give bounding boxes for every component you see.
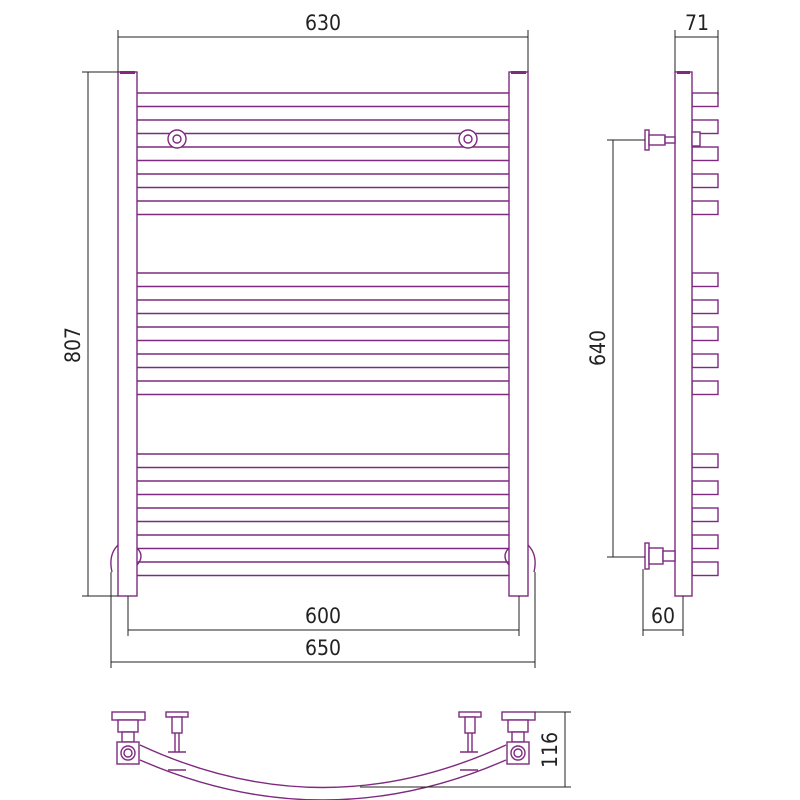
dim-60: 60	[642, 569, 684, 636]
side-rung	[691, 272, 719, 288]
side-rung	[691, 92, 719, 108]
dim-650: 650	[110, 572, 536, 668]
wall-mount-right	[458, 129, 478, 149]
side-rung	[691, 507, 719, 523]
top-left-mount	[165, 711, 189, 771]
dim-label-630: 630	[305, 11, 341, 35]
dim-807: 807	[61, 71, 118, 597]
dim-label-600: 600	[305, 604, 341, 628]
top-view: 116	[111, 711, 571, 800]
dim-label-640: 640	[586, 330, 610, 366]
left-cap	[120, 71, 135, 74]
side-rung	[691, 534, 719, 550]
left-post	[117, 71, 138, 597]
bottom-bracket-right	[527, 544, 536, 573]
side-rung	[691, 480, 719, 496]
side-rung	[691, 380, 719, 396]
dim-label-116: 116	[538, 732, 562, 768]
side-rung	[691, 353, 719, 369]
side-rung	[691, 173, 719, 189]
rungs	[137, 92, 509, 577]
side-rung	[691, 453, 719, 469]
side-bracket-bottom	[644, 542, 676, 570]
side-rungs	[691, 92, 719, 577]
dim-label-60: 60	[651, 604, 675, 628]
dim-71: 71	[674, 11, 719, 95]
bottom-bracket-left	[110, 544, 119, 573]
dim-label-807: 807	[61, 327, 85, 363]
top-right-mount	[458, 711, 482, 771]
side-rung	[691, 299, 719, 315]
side-rung	[691, 146, 719, 162]
bottom-bracket-right-inner	[504, 547, 510, 566]
right-post	[508, 71, 529, 597]
front-view: 630 807 600 650	[61, 11, 536, 668]
dim-640: 640	[586, 139, 645, 558]
dim-label-650: 650	[305, 636, 341, 660]
curved-rail-lower	[139, 759, 507, 800]
curved-rail-upper	[139, 744, 507, 789]
dim-630: 630	[117, 11, 529, 72]
side-post	[674, 71, 693, 597]
side-rung	[691, 561, 719, 577]
side-rung	[691, 200, 719, 216]
bottom-bracket-left-inner	[136, 547, 142, 566]
right-cap	[511, 71, 526, 74]
dim-label-71: 71	[685, 11, 709, 35]
side-view: 71 640 60	[586, 11, 719, 636]
top-left-valve	[111, 711, 146, 765]
side-rung	[691, 326, 719, 342]
side-cap	[677, 71, 690, 74]
dim-116: 116	[360, 711, 571, 788]
dim-600: 600	[127, 596, 520, 636]
wall-mount-left	[167, 129, 187, 149]
top-right-valve	[501, 711, 536, 765]
side-bracket-top	[644, 129, 701, 151]
